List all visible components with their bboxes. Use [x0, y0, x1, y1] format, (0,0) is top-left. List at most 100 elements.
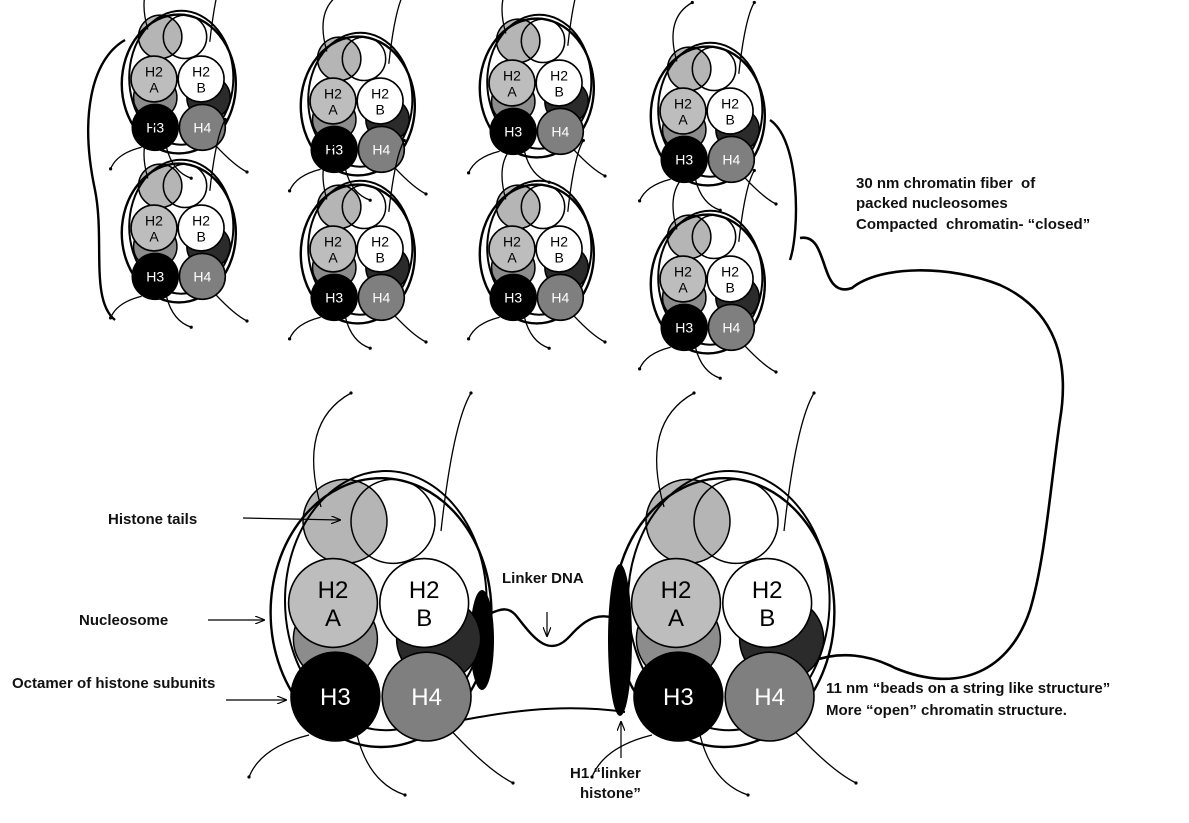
histone-tail	[574, 316, 605, 342]
nucleosome: H2AH2BH3H4	[467, 139, 607, 350]
back-histone-subunit	[646, 479, 730, 563]
h2b-subunit-label: B	[554, 83, 563, 99]
h2a-subunit-label: H2	[503, 234, 521, 250]
histone-tail-end	[774, 202, 777, 205]
h2b-subunit-label: H2	[371, 86, 389, 102]
histone-tail	[290, 169, 321, 191]
histone-tail-end	[603, 340, 606, 343]
nucleosome: H2AH2BH3H4	[288, 139, 428, 350]
histone-tail-end	[369, 347, 372, 350]
h2a-subunit-label: A	[328, 249, 338, 265]
histone-tail	[290, 317, 321, 339]
histone-tail	[568, 0, 584, 46]
histone-tail-end	[424, 340, 427, 343]
nucleosome: H2AH2BH3H4	[590, 391, 857, 796]
h4-subunit-label: H4	[754, 684, 785, 711]
h4-subunit-label: H4	[193, 119, 211, 135]
histone-tail-end	[548, 347, 551, 350]
histone-tail-end	[746, 793, 749, 796]
nucleosome: H2AH2BH3H4	[467, 0, 607, 184]
histone-tail-end	[288, 337, 291, 340]
beads-label-line1: 11 nm “beads on a string like structure”	[826, 680, 1110, 697]
linker-dna-label: Linker DNA	[502, 570, 584, 587]
back-histone-subunit	[303, 479, 387, 563]
h2b-subunit-label: B	[554, 249, 563, 265]
back-histone-subunit	[318, 37, 361, 80]
back-histone-subunit	[318, 185, 361, 228]
fiber-label-line3: Compacted chromatin- “closed”	[856, 216, 1090, 233]
histone-tail-end	[224, 118, 227, 121]
histone-tail-end	[288, 189, 291, 192]
h2a-subunit-label: A	[668, 605, 684, 632]
h2a-subunit-label: A	[328, 101, 338, 117]
histone-tail-end	[520, 139, 523, 142]
h2a-subunit-label: H2	[674, 96, 692, 112]
h2b-subunit-label: H2	[550, 234, 568, 250]
h2a-subunit-label: H2	[674, 264, 692, 280]
histone-tail-end	[245, 170, 248, 173]
h2a-subunit-label: H2	[324, 86, 342, 102]
histone-tails-label: Histone tails	[108, 511, 197, 528]
h2a-subunit-label: A	[325, 605, 341, 632]
h2a-subunit-label: A	[507, 249, 517, 265]
beads-label-line2: More “open” chromatin structure.	[826, 702, 1067, 719]
connecting-dna-strand	[800, 238, 1063, 679]
h4-subunit-label: H4	[193, 268, 211, 284]
histone-tail-end	[691, 1, 694, 4]
histone-tail-end	[403, 139, 406, 142]
histone-tail-end	[190, 326, 193, 329]
histone-tail-end	[638, 199, 641, 202]
h2b-subunit-label: H2	[371, 234, 389, 250]
histone-tail	[216, 146, 247, 172]
histone-tail-end	[753, 1, 756, 4]
histone-tail	[640, 347, 671, 369]
h3-subunit-label: H3	[675, 151, 693, 167]
h2b-subunit-label: B	[375, 101, 384, 117]
back-histone-subunit	[139, 15, 182, 58]
back-histone-subunit	[668, 215, 711, 258]
h2b-subunit-label: H2	[192, 64, 210, 80]
histone-tail-end	[190, 177, 193, 180]
h2b-subunit-label: H2	[409, 577, 440, 604]
histone-tail	[249, 735, 309, 777]
fiber-label-line1: 30 nm chromatin fiber of	[856, 175, 1036, 192]
histone-tail-end	[812, 391, 815, 394]
h2a-subunit-label: H2	[145, 64, 163, 80]
h2b-subunit-label: B	[375, 249, 384, 265]
h1-label-line2: histone”	[580, 785, 641, 802]
nucleosome: H2AH2BH3H4	[638, 169, 778, 380]
h3-subunit-label: H3	[504, 123, 522, 139]
h2b-subunit-label: H2	[192, 213, 210, 229]
h2b-subunit-label: H2	[550, 68, 568, 84]
h3-subunit-label: H3	[320, 684, 351, 711]
histone-tail	[395, 316, 426, 342]
histone-tail-end	[582, 139, 585, 142]
histone-tail	[469, 317, 500, 339]
h2a-subunit-label: A	[507, 83, 517, 99]
octamer-label: Octamer of histone subunits	[12, 675, 215, 692]
h2b-subunit-label: H2	[721, 264, 739, 280]
h4-subunit-label: H4	[551, 123, 569, 139]
h2b-subunit-label: B	[725, 111, 734, 127]
histone-tail-end	[349, 391, 352, 394]
h2a-subunit-label: H2	[324, 234, 342, 250]
h2b-subunit-label: B	[725, 279, 734, 295]
histone-tail-end	[511, 781, 514, 784]
nucleosome: H2AH2BH3H4	[288, 0, 428, 202]
back-histone-subunit	[497, 185, 540, 228]
histone-tail-end	[369, 199, 372, 202]
histone-tail-end	[603, 174, 606, 177]
histone-tail	[111, 296, 142, 318]
histone-tail	[796, 733, 856, 783]
histone-tail-end	[247, 775, 250, 778]
nucleosome: H2AH2BH3H4	[109, 0, 249, 180]
fiber-label-line2: packed nucleosomes	[856, 195, 1008, 212]
histone-tail-end	[403, 793, 406, 796]
h2b-subunit-label: H2	[721, 96, 739, 112]
histone-tail	[111, 147, 142, 169]
histone-tail	[216, 295, 247, 321]
nucleosome: H2AH2BH3H4	[109, 118, 249, 329]
h2b-subunit-label: B	[196, 79, 205, 95]
nucleosome-label: Nucleosome	[79, 612, 168, 629]
